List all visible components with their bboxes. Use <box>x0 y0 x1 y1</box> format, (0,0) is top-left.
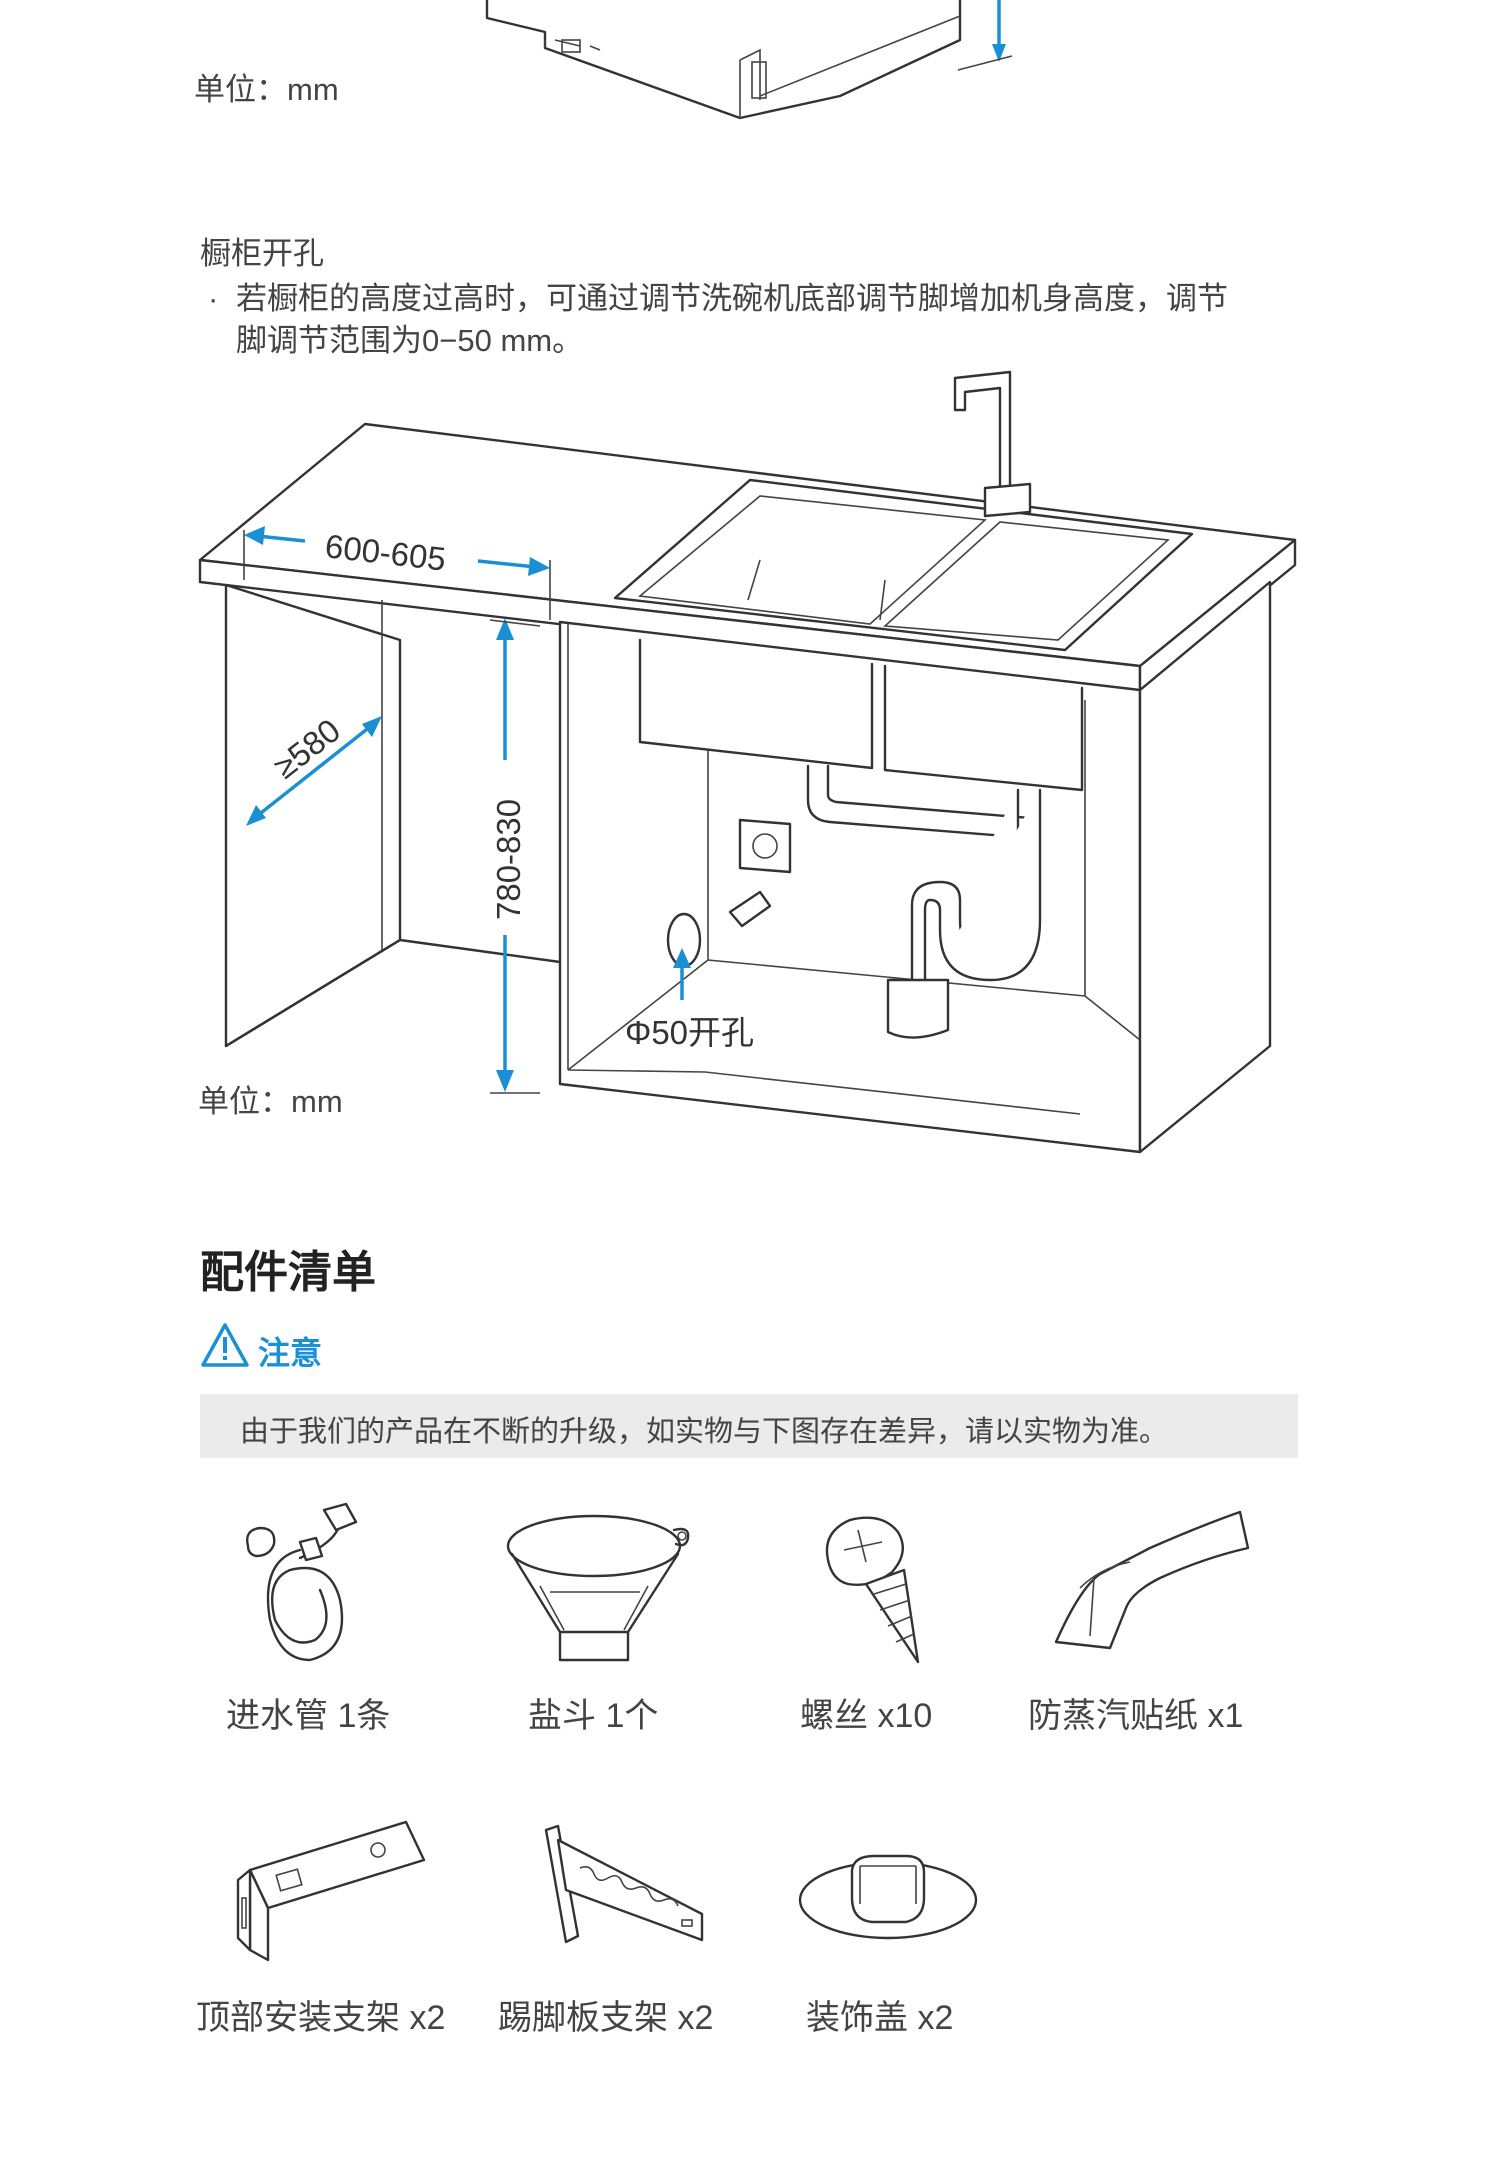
accessory-label-5: 顶部安装支架 x2 <box>196 1999 446 2037</box>
unit-label-cabinet: 单位：mm <box>198 1084 343 1119</box>
hole-label: Φ50开孔 <box>625 1014 754 1051</box>
unit-label-top: 单位：mm <box>194 72 339 107</box>
salt-funnel-icon <box>506 1514 690 1662</box>
notice-text: 由于我们的产品在不断的升级，如实物与下图存在差异，请以实物为准。 <box>240 1416 1169 1448</box>
dishwasher-drawing-bottom <box>485 0 1013 120</box>
notice-label: 注意 <box>258 1335 323 1371</box>
cabinet-note-line2: 脚调节范围为0−50 mm。 <box>236 323 584 358</box>
kickboard-bracket-icon <box>544 1824 704 1944</box>
accessory-label-2: 盐斗 1个 <box>528 1697 659 1735</box>
accessory-label-1: 进水管 1条 <box>226 1697 391 1735</box>
accessory-label-4: 防蒸汽贴纸 x1 <box>1028 1697 1244 1735</box>
screw-icon <box>825 1516 920 1664</box>
warning-icon <box>201 1323 249 1367</box>
accessories-title: 配件清单 <box>200 1248 376 1297</box>
steam-sticker-icon <box>1054 1510 1250 1650</box>
decorative-cap-icon <box>798 1854 978 1940</box>
notice-bar: 由于我们的产品在不断的升级，如实物与下图存在差异，请以实物为准。 <box>200 1394 1298 1458</box>
inlet-hose-icon <box>246 1502 358 1662</box>
cabinet-cutout-diagram: 600-605 ≥580 780-830 Φ50开孔 <box>198 370 1297 1154</box>
height-dimension-label: 780-830 <box>490 799 527 920</box>
cabinet-note-line1: 若橱柜的高度过高时，可通过调节洗碗机底部调节脚增加机身高度，调节 <box>236 281 1228 316</box>
accessory-label-7: 装饰盖 x2 <box>806 1999 954 2037</box>
top-bracket-icon <box>236 1820 426 1962</box>
accessory-label-3: 螺丝 x10 <box>800 1697 933 1735</box>
cabinet-cutout-title: 橱柜开孔 <box>200 236 324 271</box>
bullet-dot: · <box>208 281 219 316</box>
accessory-label-6: 踢脚板支架 x2 <box>498 1999 714 2037</box>
